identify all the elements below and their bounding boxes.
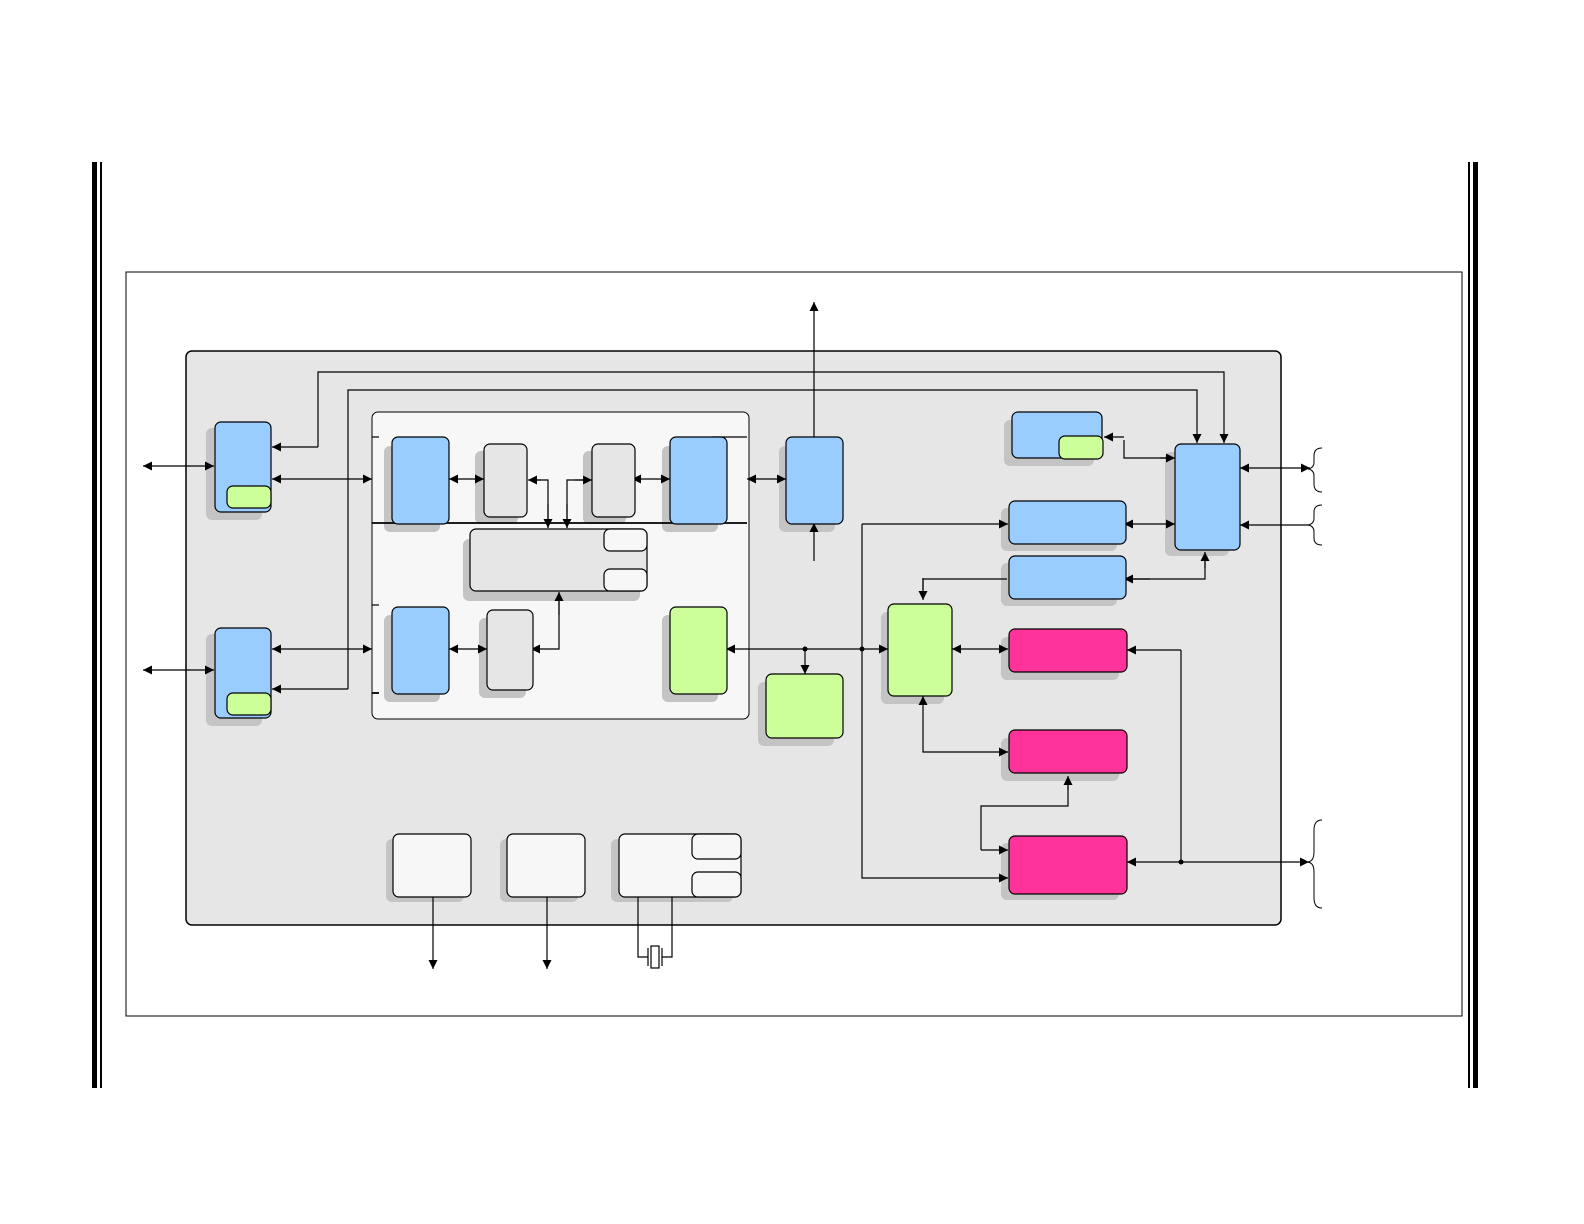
external-braces [1307, 447, 1323, 909]
blue-block-small-sub [1058, 435, 1104, 460]
core-bus-tab-top [603, 528, 648, 552]
page-border-left [92, 162, 102, 1088]
blue-block-wide-2 [1008, 555, 1127, 600]
blue-block-tall [1174, 443, 1241, 551]
white-block-3-tab-top [691, 833, 742, 860]
white-block-1 [392, 833, 472, 898]
core-block-f [391, 606, 450, 695]
magenta-block-3 [1008, 835, 1128, 895]
io-port-sub-block-bottom [226, 692, 272, 716]
core-block-d [669, 436, 728, 525]
white-block-2 [506, 833, 586, 898]
core-block-b [483, 443, 528, 518]
white-block-3-tab-bottom [691, 871, 742, 898]
figure-frame [125, 271, 1463, 1017]
core-block-e [785, 436, 844, 525]
core-block-h [669, 606, 728, 695]
signal-arrows [143, 302, 1310, 969]
junction-dots [802, 646, 1184, 865]
core-block-g [486, 609, 534, 691]
blocks [214, 411, 1241, 898]
core-block-c [591, 443, 636, 518]
green-block-hub [887, 603, 953, 697]
core-block-a [391, 436, 450, 525]
core-bus-tab-bottom [603, 568, 648, 592]
magenta-block-2 [1008, 729, 1128, 774]
green-block-mid [765, 673, 844, 739]
io-port-sub-block-top [226, 485, 272, 509]
crystal-oscillator-symbol [637, 897, 673, 969]
magenta-block-1 [1008, 628, 1128, 673]
core-bus-block [469, 528, 648, 592]
blue-block-wide-1 [1008, 500, 1127, 545]
page-border-right [1468, 162, 1478, 1088]
